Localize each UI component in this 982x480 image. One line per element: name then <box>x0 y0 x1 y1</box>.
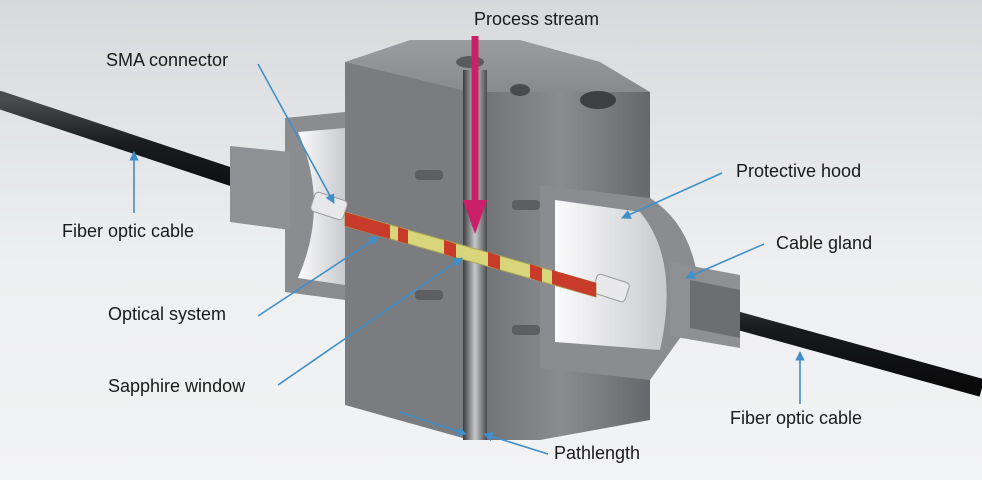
top-hole-1 <box>580 91 616 109</box>
label-fiber-optic-cable-left: Fiber optic cable <box>62 221 195 241</box>
slot-1 <box>415 170 443 180</box>
cable-gland-left <box>230 146 290 230</box>
leader-protective-hood <box>621 172 723 219</box>
leader-cable-gland <box>685 243 765 279</box>
label-cable-gland: Cable gland <box>776 233 873 253</box>
top-hole-2 <box>510 84 530 96</box>
label-sapphire-window: Sapphire window <box>108 376 246 396</box>
top-hole-3 <box>456 56 484 68</box>
slot-4 <box>512 325 540 335</box>
slot-2 <box>415 290 443 300</box>
label-protective-hood: Protective hood <box>736 161 862 181</box>
leader-pathlength-right <box>483 431 549 455</box>
lens-segment-3 <box>444 240 456 258</box>
lens-segment-6 <box>552 270 596 297</box>
slot-3 <box>512 200 540 210</box>
leader-optical-system <box>257 236 379 317</box>
label-fiber-optic-cable-right: Fiber optic cable <box>730 408 863 428</box>
leader-sma-connector <box>257 63 335 204</box>
label-sma-connector: SMA connector <box>106 50 229 70</box>
cavity-right <box>555 200 667 350</box>
leader-pathlength-left <box>399 411 467 436</box>
lens-segment-2 <box>398 227 408 244</box>
lens-segment-4 <box>488 252 500 270</box>
lens-segment-1 <box>345 212 390 239</box>
leader-sapphire-window <box>277 257 463 386</box>
probe-body <box>345 62 470 440</box>
label-process-stream: Process stream <box>474 9 600 29</box>
label-pathlength: Pathlength <box>554 443 641 463</box>
cable-gland-right-shade <box>690 280 740 338</box>
label-optical-system: Optical system <box>108 304 227 324</box>
lens-segment-5 <box>530 264 542 282</box>
process-stream-arrowhead <box>463 200 487 234</box>
